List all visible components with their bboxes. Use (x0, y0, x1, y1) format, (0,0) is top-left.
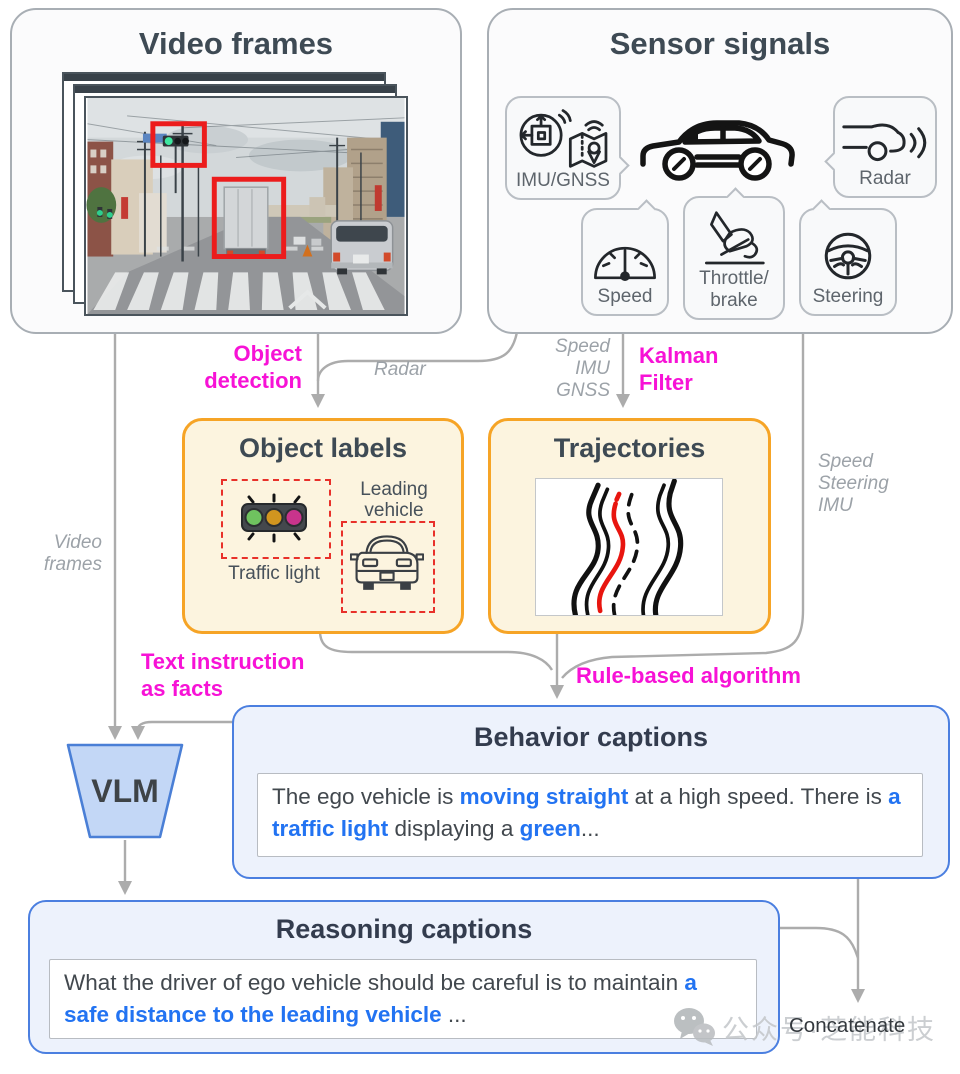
object-labels-panel: Object labels Traffic light Leading vehi… (182, 418, 464, 634)
imu-gnss-icon (519, 108, 608, 168)
vlm-trapezoid: VLM (66, 743, 184, 839)
label-concatenate: Concatenate (789, 1014, 906, 1037)
leading-vehicle-detection-box (341, 521, 435, 613)
sensor-label-radar: Radar (859, 167, 911, 189)
video-frames-title: Video frames (138, 26, 334, 61)
sensor-bubble-speed: Speed (581, 199, 669, 316)
line-radar-merge (316, 331, 519, 382)
leading-vehicle-label: Leading vehicle (360, 479, 428, 522)
label-rule-based-algorithm: Rule-based algorithm (576, 663, 801, 688)
bubble-tail (726, 187, 745, 206)
sensor-label-throttle-brake: Throttle/ brake (699, 268, 769, 311)
bbox-traffic-light (150, 121, 207, 168)
reasoning-caption-text: What the driver of ego vehicle should be… (49, 959, 757, 1039)
line-sensors-right-merge (561, 332, 805, 679)
object-labels-title: Object labels (238, 433, 408, 463)
reasoning-captions-panel: Reasoning captions What the driver of eg… (28, 900, 780, 1054)
sensor-label-imu-gnss: IMU/GNSS (516, 169, 610, 191)
label-speed-steering-imu: Speed Steering IMU (818, 451, 889, 516)
reasoning-captions-title: Reasoning captions (275, 914, 533, 944)
leading-vehicle-icon (350, 535, 424, 590)
line-objectlabels-merge (318, 630, 554, 671)
trajectory-image (535, 478, 723, 616)
behavior-captions-panel: Behavior captions The ego vehicle is mov… (232, 705, 950, 879)
vlm-label: VLM (91, 773, 159, 809)
video-frames-panel: Video frames (10, 8, 462, 334)
label-video-frames-signal: Video frames (43, 532, 102, 575)
sensor-label-speed: Speed (597, 285, 653, 307)
label-text-instruction: Text instruction as facts (141, 649, 305, 701)
watermark: 公众号·芝能科技 (672, 1005, 936, 1049)
radar-icon (842, 123, 927, 161)
bubble-tail (812, 199, 831, 218)
speed-gauge-icon (594, 246, 656, 281)
label-speed-imu-gnss: Speed IMU GNSS (555, 336, 610, 401)
vlm-block: VLM (60, 740, 190, 842)
steering-wheel-icon (824, 232, 872, 279)
trajectories-panel: Trajectories (488, 418, 771, 634)
sensor-signals-title: Sensor signals (609, 26, 831, 61)
behavior-captions-title: Behavior captions (473, 722, 709, 752)
sensor-label-steering: Steering (812, 285, 884, 307)
bubble-tail (637, 199, 656, 218)
traffic-light-detection-box (221, 479, 331, 559)
arrow-behavior-to-vlm (131, 720, 233, 740)
line-reasoning-merge (777, 926, 860, 959)
trajectories-title: Trajectories (553, 433, 706, 463)
bbox-truck (211, 176, 287, 260)
sensor-signals-panel: Sensor signals (487, 8, 953, 334)
pedal-icon (705, 211, 765, 265)
watermark-text: 公众号·芝能科技 (722, 1014, 936, 1045)
video-frame-front (84, 96, 408, 316)
road-trajectory-drawing (571, 479, 684, 615)
sensor-bubble-throttle-brake: Throttle/ brake (683, 187, 785, 320)
car-side-icon (640, 120, 795, 181)
label-kalman-filter: Kalman Filter (639, 343, 719, 395)
label-radar-signal: Radar (374, 359, 426, 380)
label-object-detection: Object detection (204, 341, 302, 393)
traffic-light-icon (241, 493, 307, 543)
sensor-bubble-radar: Radar (824, 96, 937, 198)
street-photo (86, 98, 405, 314)
traffic-light-label: Traffic light (228, 563, 320, 584)
wechat-icon (674, 1008, 715, 1046)
sensor-bubble-steering: Steering (799, 199, 897, 316)
behavior-caption-text: The ego vehicle is moving straight at a … (257, 773, 923, 857)
sensor-bubble-imu-gnss: IMU/GNSS (505, 96, 630, 200)
